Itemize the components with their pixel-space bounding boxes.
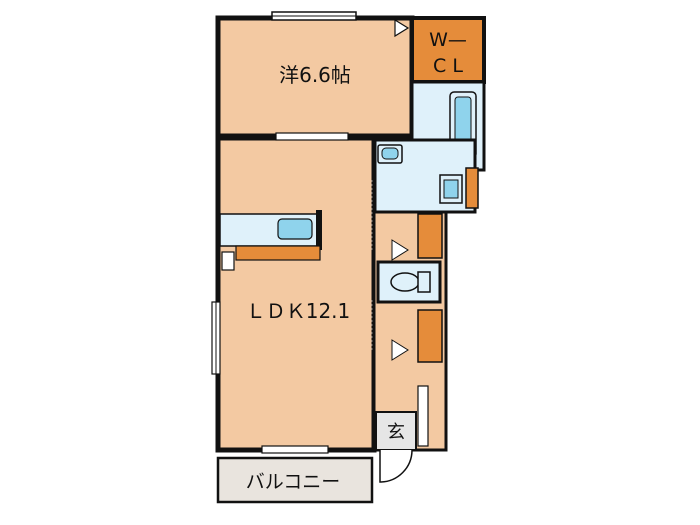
closet-door-mark xyxy=(394,18,410,38)
wcl-label-line2: C L xyxy=(433,55,463,77)
toilet-icon xyxy=(390,272,420,292)
ldk-room xyxy=(215,135,377,453)
entrance-label: 玄 xyxy=(387,422,405,443)
kitchen-storage xyxy=(235,245,321,261)
entrance xyxy=(375,411,417,451)
balcony xyxy=(216,456,374,504)
sink-icon xyxy=(277,218,313,240)
western-room-label: 洋6.6帖 xyxy=(279,63,351,87)
hall-storage-upper xyxy=(417,213,443,259)
ldk-label: ＬＤＫ12.1 xyxy=(246,299,351,323)
wcl-label-line1: W— xyxy=(429,29,467,51)
front-door xyxy=(379,449,413,483)
hall-storage-lower xyxy=(417,309,443,363)
western-room xyxy=(215,15,415,139)
balcony-label: バルコニー xyxy=(246,471,341,493)
